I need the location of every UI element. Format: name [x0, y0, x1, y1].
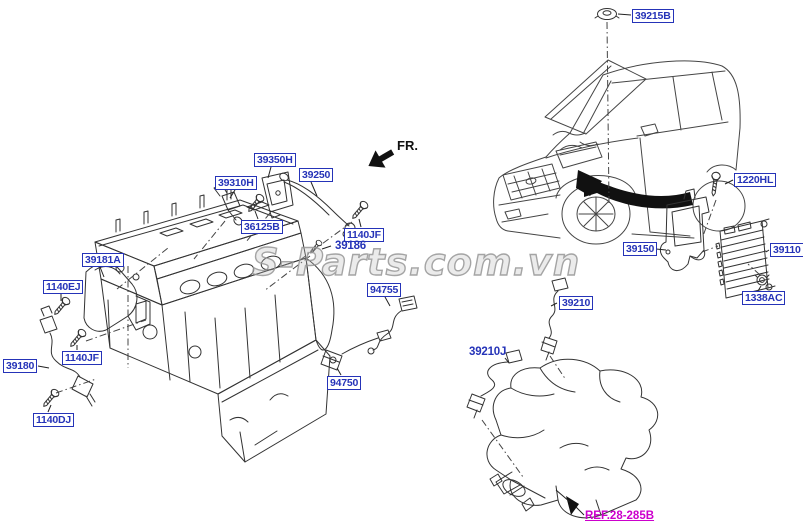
part-label-36125B[interactable]: 36125B — [241, 220, 283, 234]
knock-sensor-harness-94755 — [367, 295, 418, 355]
direction-arrow-icon — [368, 149, 395, 168]
part-label-39310H[interactable]: 39310H — [215, 176, 257, 190]
part-label-39150[interactable]: 39150 — [623, 242, 658, 256]
part-label-39186[interactable]: 39186 — [335, 240, 366, 252]
part-label-94755[interactable]: 94755 — [367, 283, 402, 297]
bolt-39186 — [307, 238, 324, 256]
part-label-1140JF-upper[interactable]: 1140JF — [344, 228, 384, 242]
knock-sensor-94750 — [320, 329, 392, 371]
reference-link[interactable]: REF.28-285B — [585, 510, 655, 522]
grommet-39215B — [594, 8, 620, 20]
engine-drawing — [94, 186, 335, 463]
part-label-1140EJ[interactable]: 1140EJ — [43, 280, 84, 294]
oxygen-sensor-39210J — [466, 349, 523, 419]
oxygen-sensor-39210 — [540, 277, 569, 361]
part-label-39210J[interactable]: 39210J — [469, 346, 507, 358]
part-label-39250[interactable]: 39250 — [299, 168, 334, 182]
part-label-1220HL[interactable]: 1220HL — [734, 173, 777, 187]
part-label-39210[interactable]: 39210 — [559, 296, 594, 310]
part-label-1140DJ[interactable]: 1140DJ — [33, 413, 75, 427]
part-label-39180[interactable]: 39180 — [3, 359, 38, 373]
part-label-39181A[interactable]: 39181A — [82, 253, 124, 267]
ecu-bracket-39150 — [659, 188, 710, 271]
part-label-39110[interactable]: 39110 — [770, 243, 803, 257]
part-label-1338AC[interactable]: 1338AC — [742, 291, 786, 305]
exhaust-manifold-drawing — [486, 358, 659, 519]
vehicle-drawing — [493, 59, 746, 245]
assembly-axis-lines — [55, 21, 761, 478]
bolt-1140JF-upper — [349, 199, 370, 222]
reference-pointer-arrow-icon — [555, 489, 585, 516]
ecu-39110 — [715, 218, 776, 299]
part-label-94750[interactable]: 94750 — [327, 376, 362, 390]
bracket-39350H — [261, 171, 294, 219]
fr-direction-label: FR. — [397, 138, 418, 153]
part-label-1140JF-lower[interactable]: 1140JF — [62, 351, 102, 365]
crank-sensor-39180 — [39, 305, 96, 407]
part-label-39350H[interactable]: 39350H — [254, 153, 296, 167]
nut-1338AC — [754, 274, 770, 286]
bolt-1220HL — [708, 171, 722, 198]
part-label-39215B[interactable]: 39215B — [632, 9, 674, 23]
heat-shield-39181A — [83, 262, 151, 332]
component-location-arrow-icon — [576, 170, 693, 209]
leader-lines — [37, 13, 770, 413]
